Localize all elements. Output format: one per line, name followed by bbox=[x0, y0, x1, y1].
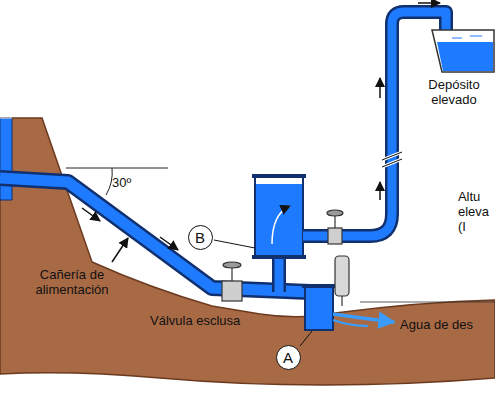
part-label: 30º bbox=[112, 176, 131, 191]
reference-line bbox=[360, 302, 495, 303]
flow-arrow-part bbox=[82, 208, 100, 221]
air-chamber-part bbox=[255, 176, 303, 258]
part-label: Depósito elevado bbox=[419, 78, 489, 108]
flow-arrow-part bbox=[160, 237, 178, 250]
delivery-pipe-part bbox=[303, 12, 446, 236]
part-label: Altu eleva (I bbox=[458, 190, 489, 235]
check-valve-part bbox=[328, 228, 342, 244]
ground-part bbox=[0, 118, 12, 119]
air-chamber-part bbox=[275, 256, 284, 292]
waste-valve-part bbox=[302, 284, 336, 288]
delivery-pipe-part bbox=[382, 152, 402, 167]
gate-valve-part bbox=[222, 281, 242, 301]
waste-valve-part bbox=[335, 256, 349, 296]
ground-part bbox=[0, 118, 12, 200]
angle-guide-part bbox=[106, 168, 112, 195]
ground bbox=[0, 118, 495, 385]
callout-letter: A bbox=[283, 350, 293, 365]
leader-line bbox=[214, 240, 312, 346]
elevated-tank bbox=[432, 30, 494, 72]
flow-arrow bbox=[82, 208, 178, 262]
air-chamber-part bbox=[256, 177, 302, 184]
air-chamber-part bbox=[272, 256, 286, 292]
waste-valve-part bbox=[305, 286, 333, 330]
elevated-tank-part bbox=[432, 30, 494, 72]
delivery-pipe-part bbox=[382, 152, 402, 167]
part-label: Cañería de alimentación bbox=[22, 268, 122, 298]
delivery-pipe bbox=[303, 3, 446, 236]
callout-circle: B bbox=[188, 225, 213, 250]
waste-valve-part bbox=[341, 296, 342, 306]
check-valve bbox=[327, 210, 343, 244]
waste-valve-part bbox=[333, 314, 394, 322]
flow-arrow-part bbox=[112, 238, 128, 262]
delivery-pipe-part bbox=[379, 78, 381, 98]
part-label: Válvula esclusa bbox=[150, 314, 240, 329]
reference-line-part bbox=[360, 302, 495, 303]
callout-letter: B bbox=[195, 230, 205, 245]
air-chamber-part bbox=[272, 206, 290, 244]
leader-line-part bbox=[214, 240, 255, 248]
waste-valve-part bbox=[333, 320, 368, 326]
elevated-tank-part bbox=[437, 42, 493, 71]
angle-guide-part bbox=[66, 168, 168, 169]
leader-line-part bbox=[300, 331, 312, 346]
delivery-pipe-part bbox=[303, 12, 446, 236]
check-valve-part bbox=[327, 210, 343, 216]
gate-valve-part bbox=[223, 262, 241, 268]
part-label: Agua de des bbox=[400, 318, 473, 333]
air-chamber bbox=[252, 174, 306, 292]
air-chamber-part bbox=[252, 174, 306, 178]
delivery-pipe-part bbox=[379, 182, 381, 200]
gate-valve bbox=[222, 262, 242, 301]
delivery-pipe-part bbox=[418, 2, 440, 4]
callout-circle: A bbox=[276, 345, 301, 370]
air-chamber-part bbox=[252, 255, 306, 259]
waste-valve bbox=[302, 256, 394, 330]
elevated-tank-part bbox=[452, 36, 482, 38]
ground-part bbox=[0, 118, 495, 385]
